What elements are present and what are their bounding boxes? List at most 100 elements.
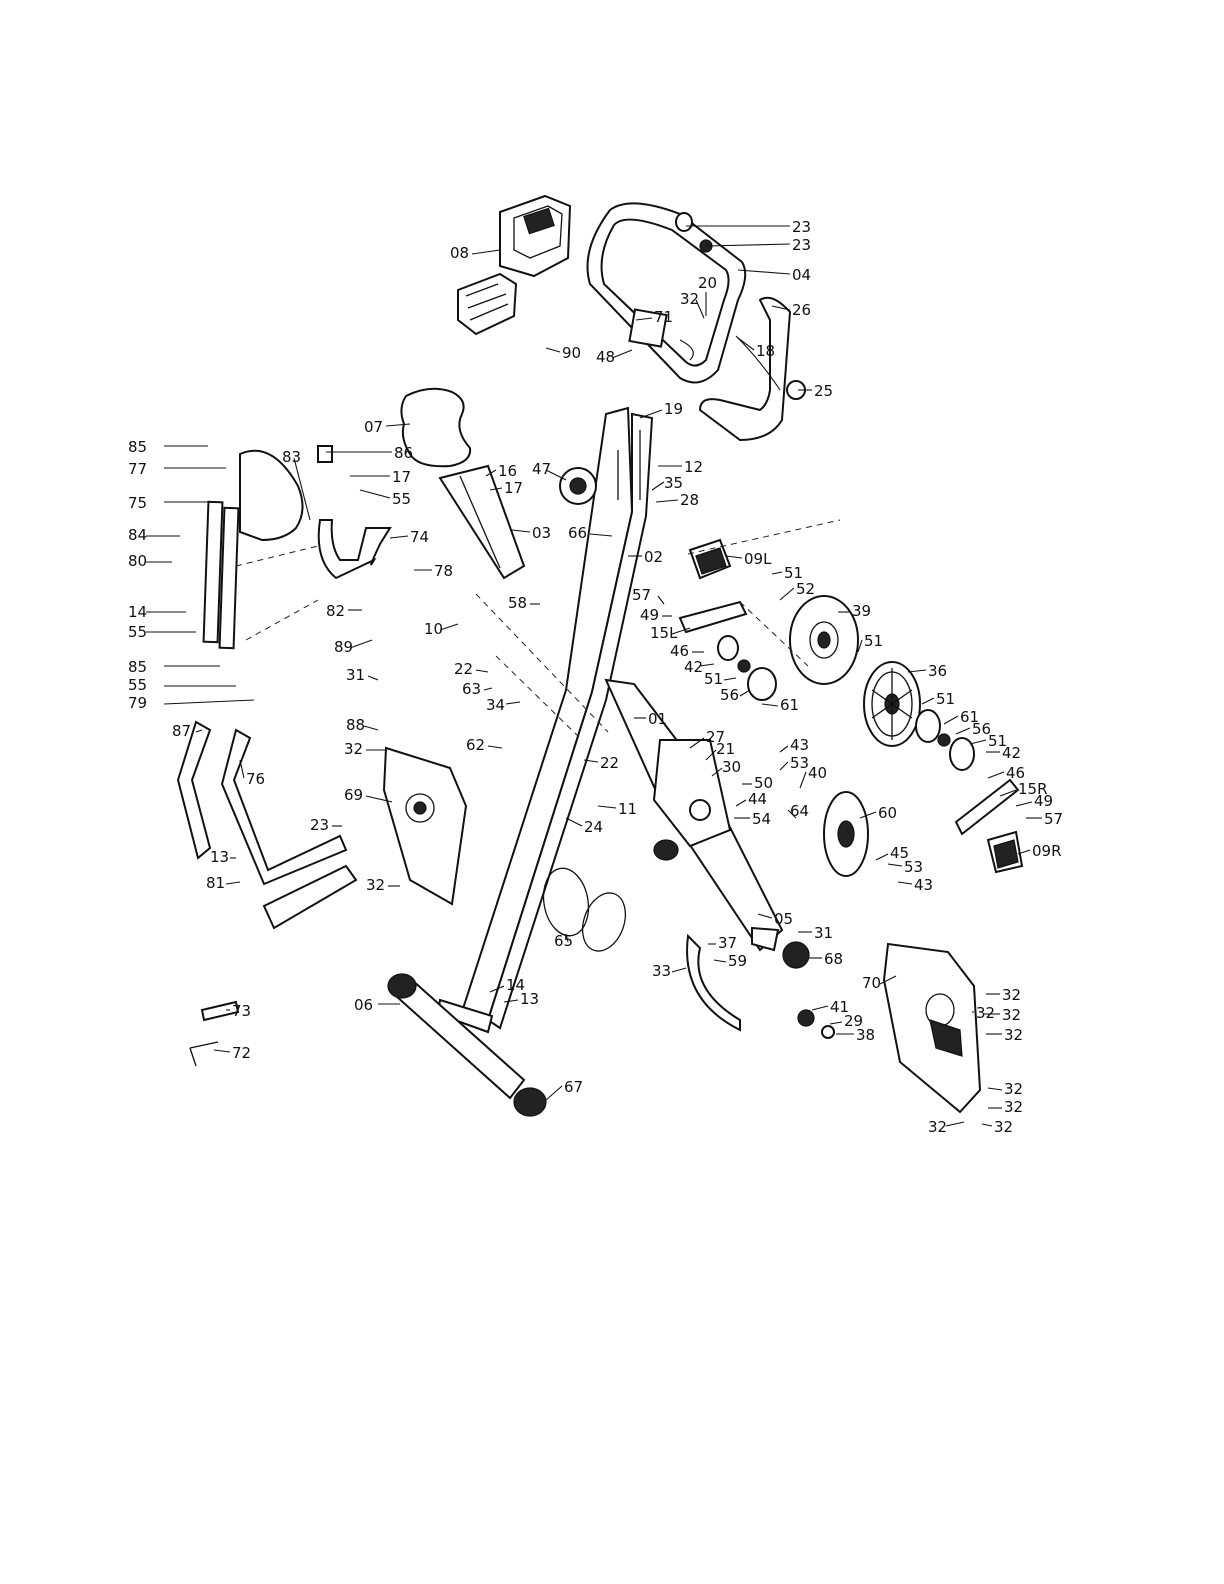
part-callout-label: 52: [796, 580, 815, 598]
leader-line: [589, 533, 613, 537]
part-callout-label: 31: [814, 924, 833, 942]
flywheel: [789, 595, 859, 685]
part-callout-label: 55: [128, 623, 147, 641]
part-callout-label: 17: [504, 479, 523, 497]
part-callout-label: 25: [814, 382, 833, 400]
part-callout-label: 28: [680, 491, 699, 509]
arm-tubes: [176, 720, 358, 930]
part-callout-label: 03: [532, 524, 551, 542]
part-callout-label: 40: [808, 764, 827, 782]
leader-line: [225, 881, 241, 885]
hub-washers: [717, 635, 975, 771]
rear-frame: [604, 678, 810, 969]
leader-line: [485, 469, 497, 477]
leader-line: [779, 587, 795, 601]
part-callout-label: 46: [670, 642, 689, 660]
leader-line: [475, 669, 489, 673]
seat: [400, 387, 472, 468]
part-callout-label: 20: [698, 274, 717, 292]
part-callout-label: 51: [864, 632, 883, 650]
part-callout-label: 32: [1004, 1026, 1023, 1044]
belt-pulley: [863, 661, 921, 747]
drive-belts: [542, 867, 627, 952]
part-callout-label: 50: [754, 774, 773, 792]
leader-line: [195, 729, 203, 733]
leader-line: [565, 933, 569, 943]
leader-line: [655, 499, 679, 503]
part-callout-label: 47: [532, 460, 551, 478]
part-callout-label: 46: [1006, 764, 1025, 782]
leader-line: [349, 639, 373, 649]
leader-line: [545, 469, 567, 481]
leader-line: [471, 249, 501, 255]
part-callout-label: 30: [722, 758, 741, 776]
part-callout-label: 32: [680, 290, 699, 308]
part-callout-label: 23: [310, 816, 329, 834]
leader-line: [907, 669, 927, 673]
part-callout-label: 10: [424, 620, 443, 638]
leader-line: [657, 595, 665, 605]
leader-line: [695, 299, 705, 319]
leader-line: [213, 1049, 231, 1053]
leader-line: [723, 677, 737, 681]
leader-line: [363, 725, 379, 731]
leader-line: [651, 481, 665, 491]
leader-line: [639, 409, 663, 419]
part-callout-label: 51: [784, 564, 803, 582]
leader-line: [545, 1085, 563, 1101]
leader-line: [945, 1121, 965, 1127]
part-callout-label: 65: [554, 932, 573, 950]
leader-line: [505, 701, 521, 705]
part-callout-label: 85: [128, 438, 147, 456]
part-callout-label: 87: [172, 722, 191, 740]
part-callout-label: 34: [486, 696, 505, 714]
part-callout-label: 86: [394, 444, 413, 462]
leader-line: [1015, 801, 1033, 807]
part-callout-label: 43: [914, 876, 933, 894]
leader-line: [943, 715, 959, 725]
part-callout-label: 38: [856, 1026, 875, 1044]
leader-line: [999, 789, 1017, 797]
part-callout-label: 43: [790, 736, 809, 754]
part-callout-label: 19: [664, 400, 683, 418]
leader-line: [735, 799, 747, 807]
leader-line: [705, 749, 717, 761]
leader-line: [761, 703, 779, 707]
part-callout-label: 01: [648, 710, 667, 728]
part-callout-label: 51: [936, 690, 955, 708]
main-frame: [436, 406, 654, 1034]
leader-line: [583, 759, 599, 763]
leader-line: [921, 697, 935, 705]
part-callout-label: 15L: [650, 624, 678, 642]
part-callout-label: 78: [434, 562, 453, 580]
part-callout-label: 61: [960, 708, 979, 726]
part-callout-label: 02: [644, 548, 663, 566]
leader-line: [811, 1005, 829, 1011]
part-callout-label: 08: [450, 244, 469, 262]
part-callout-label: 32: [344, 740, 363, 758]
leader-line: [239, 759, 245, 779]
part-callout-label: 42: [1002, 744, 1021, 762]
left-cover: [382, 746, 468, 906]
console-monitor: [457, 194, 572, 336]
leader-line: [483, 687, 493, 691]
part-callout-label: 58: [508, 594, 527, 612]
leader-line: [503, 999, 519, 1003]
leader-line: [725, 555, 743, 559]
leader-line: [799, 771, 807, 789]
part-callout-label: 27: [706, 728, 725, 746]
part-callout-label: 63: [462, 680, 481, 698]
part-callout-label: 66: [568, 524, 587, 542]
part-callout-label: 56: [972, 720, 991, 738]
part-callout-label: 49: [640, 606, 659, 624]
part-callout-label: 06: [354, 996, 373, 1014]
part-callout-label: 57: [632, 586, 651, 604]
part-callout-label: 81: [206, 874, 225, 892]
part-callout-label: 32: [366, 876, 385, 894]
part-callout-label: 42: [684, 658, 703, 676]
leader-line: [897, 881, 913, 885]
part-callout-label: 49: [1034, 792, 1053, 810]
leader-line: [671, 627, 691, 635]
